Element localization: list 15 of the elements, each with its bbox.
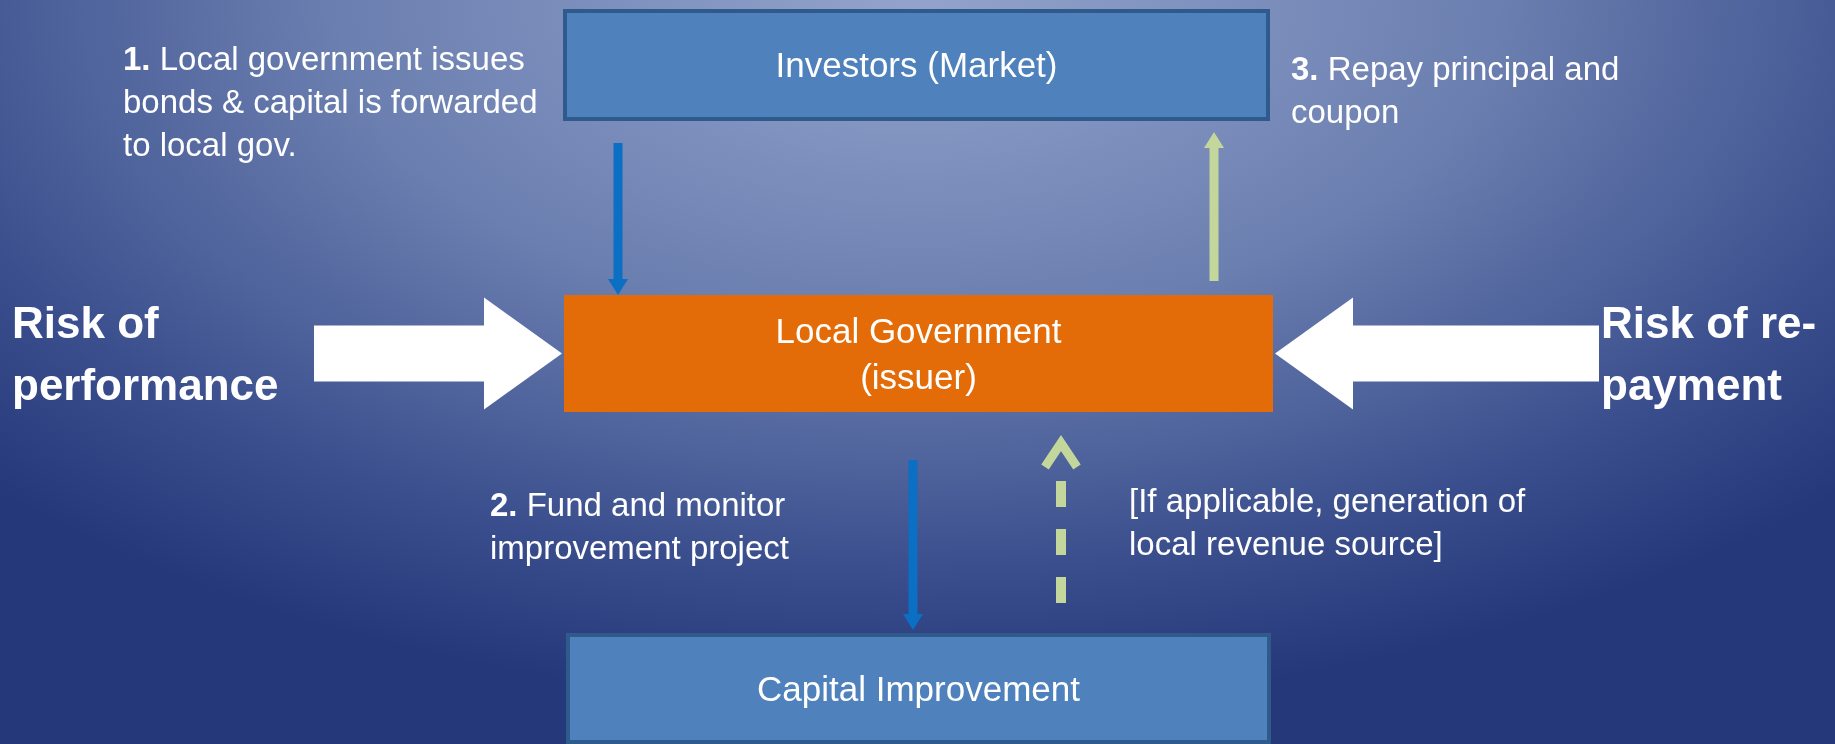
edge-label: 3. Repay principal and coupon xyxy=(1291,49,1621,132)
edge-label: [If applicable, generation of local revenue source] xyxy=(1129,481,1527,564)
process-box: Investors (Market) xyxy=(563,9,1270,121)
block-arrow xyxy=(314,297,562,410)
risk-text: Risk of re- payment xyxy=(1601,292,1833,416)
block-arrow xyxy=(1275,297,1599,410)
arrow xyxy=(903,460,923,630)
edge-label: 1. Local government issues bonds & capital is forwarded to local gov. xyxy=(123,39,539,165)
risk-text: Risk of performance xyxy=(12,292,312,416)
issuer-box: Local Government (issuer) xyxy=(564,295,1273,412)
arrow xyxy=(1204,132,1224,281)
process-box: Capital Improvement xyxy=(566,633,1271,744)
arrow xyxy=(608,143,628,295)
arrow xyxy=(1040,438,1082,603)
edge-label: 2. Fund and monitor improvement project xyxy=(490,485,790,568)
